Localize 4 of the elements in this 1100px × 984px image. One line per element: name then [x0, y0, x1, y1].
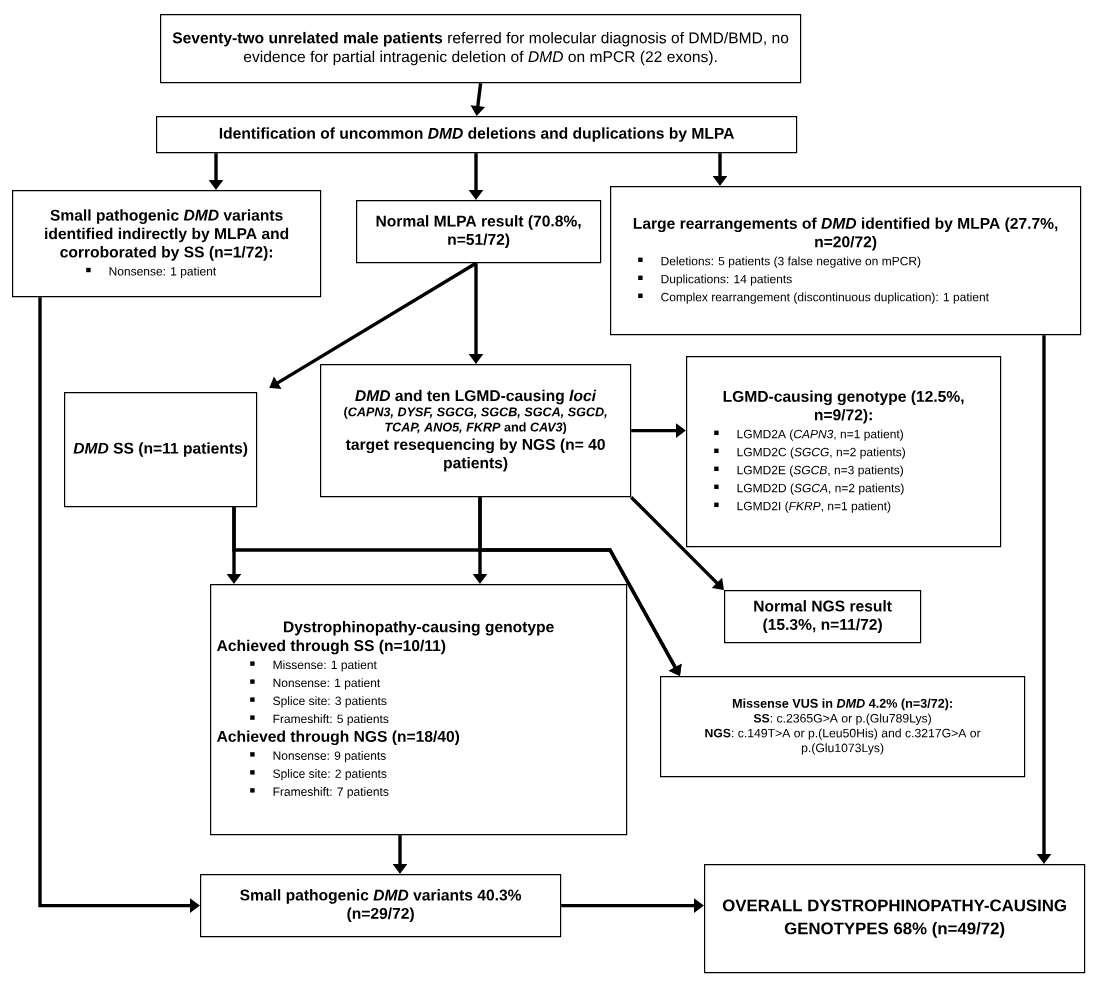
arrow	[269, 261, 477, 390]
process-box: OVERALL DYSTROPHINOPATHY-CAUSING GENOTYPES 68% (n=49/72)	[704, 864, 1086, 974]
arrow	[630, 496, 724, 590]
arrow	[478, 497, 682, 676]
